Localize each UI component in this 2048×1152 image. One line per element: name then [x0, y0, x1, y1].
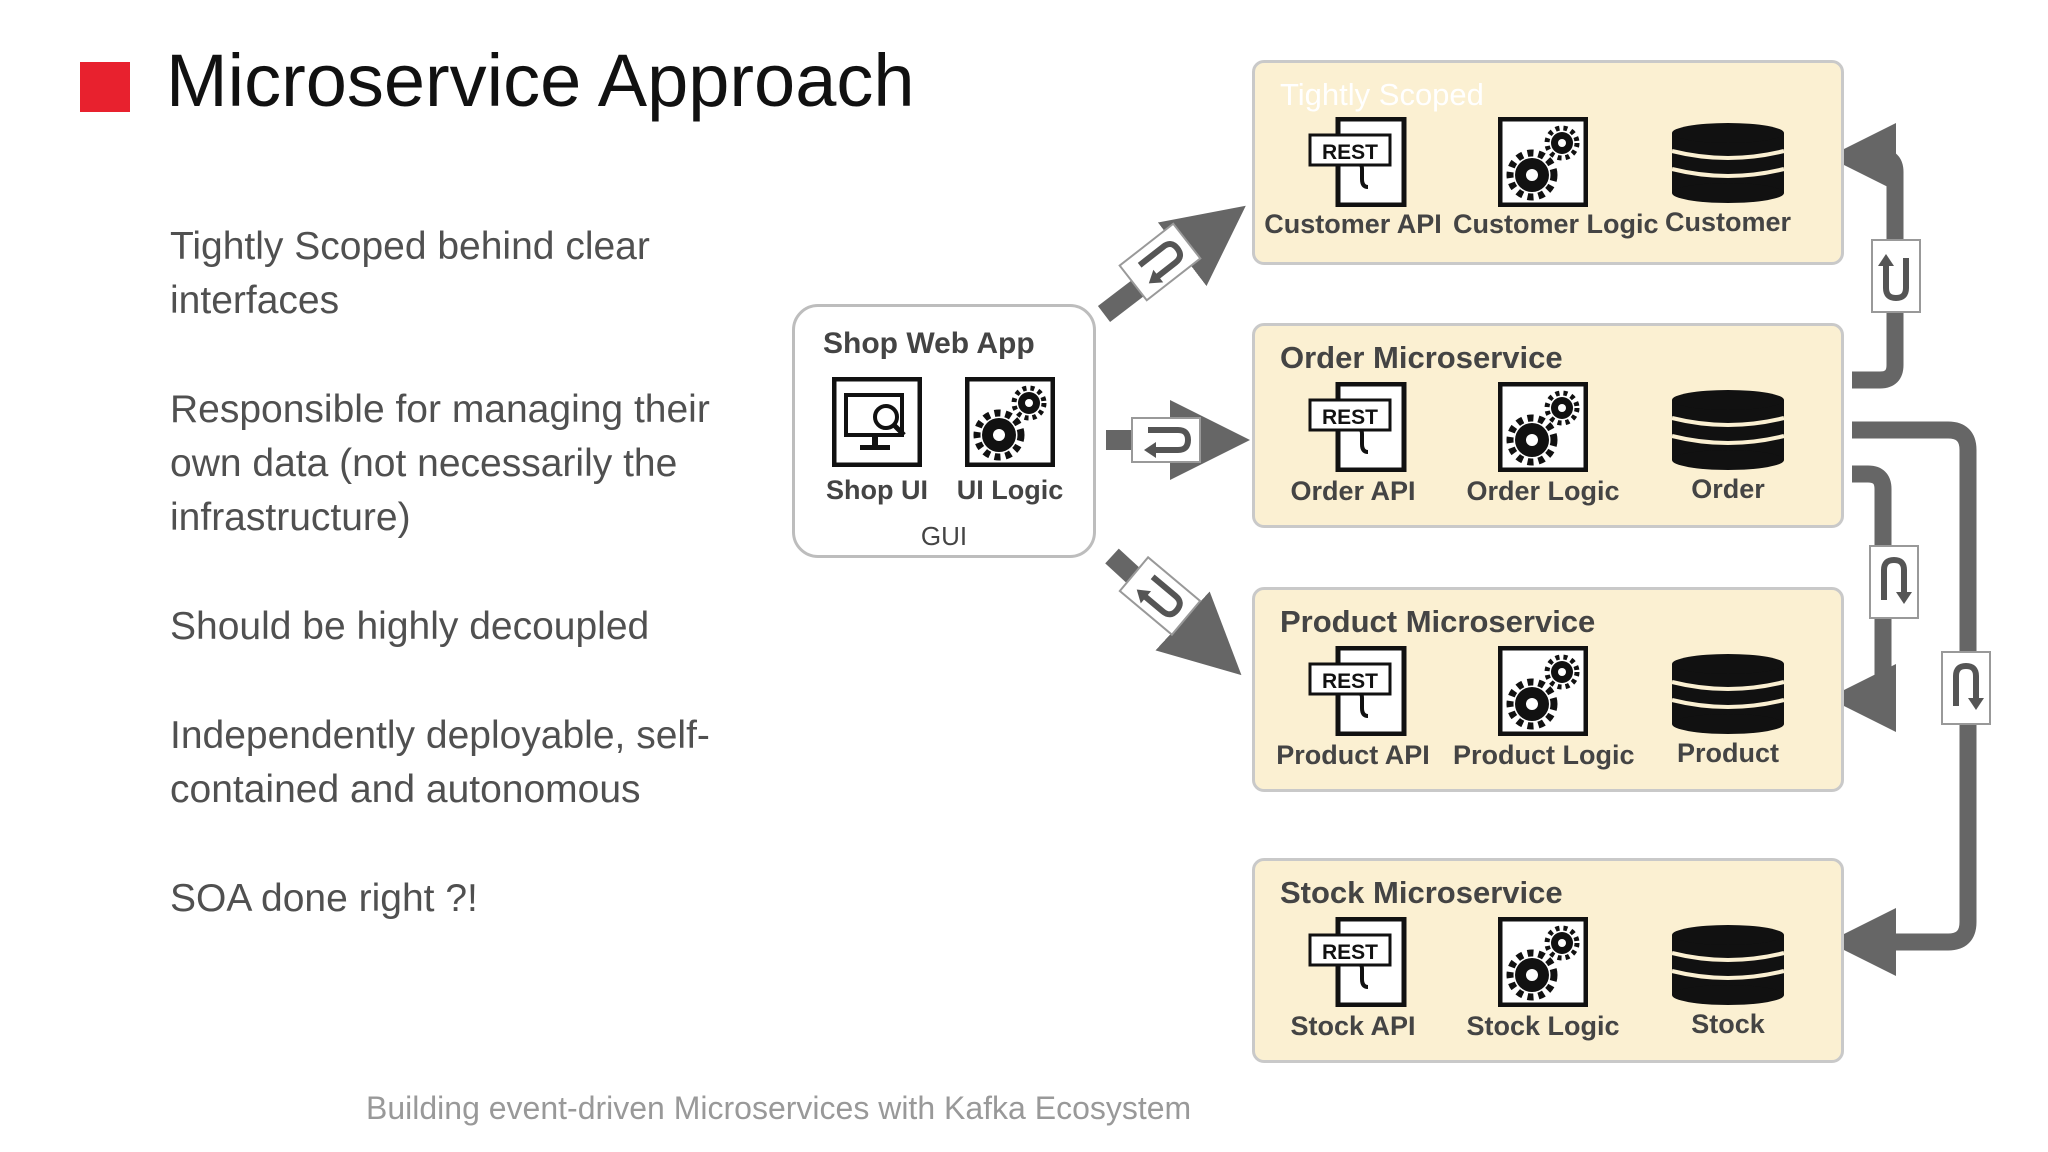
shop-ui-label: Shop UI [826, 475, 928, 505]
gears-icon [1498, 917, 1588, 1007]
gui-caption: GUI [920, 521, 968, 551]
gears-icon [1498, 117, 1588, 207]
gears-icon [1498, 646, 1588, 736]
service-title: Order Microservice [1280, 340, 1563, 375]
rest-label: REST [1322, 941, 1378, 964]
customer-db-label: Customer [1664, 207, 1792, 237]
order-logic-label: Order Logic [1466, 476, 1620, 506]
order-database: Order [1663, 388, 1793, 505]
product-database: Product [1663, 652, 1793, 769]
stock-logic-component: Stock Logic [1453, 917, 1633, 1042]
footer-text: Building event-driven Microservices with… [366, 1090, 1192, 1126]
request-response-icon [1131, 417, 1201, 463]
rest-api-icon: REST [1308, 917, 1407, 1007]
slide-title: Microservice Approach [166, 39, 915, 122]
product-logic-label: Product Logic [1453, 740, 1635, 770]
request-response-icon [1869, 545, 1919, 619]
bullet-item: Tightly Scoped behind clear interfaces [170, 225, 650, 322]
customer-logic-component: Customer Logic [1453, 117, 1659, 240]
gears-icon [965, 377, 1055, 467]
stock-api-component: REST Stock API [1263, 917, 1443, 1042]
customer-database: Customer [1663, 121, 1793, 238]
order-api-label: Order API [1290, 476, 1416, 506]
product-db-label: Product [1676, 738, 1779, 768]
rest-api-icon: REST [1308, 646, 1407, 736]
customer-microservice-box: Tightly Scoped REST Customer API Cust [1252, 60, 1844, 265]
product-microservice-box: Product Microservice REST Product API [1252, 587, 1844, 792]
customer-api-component: REST Customer API [1263, 117, 1443, 240]
bullet-item: SOA done right ?! [170, 877, 478, 920]
product-logic-component: Product Logic [1453, 646, 1635, 771]
request-response-icon [1118, 555, 1202, 637]
request-response-icon [1118, 222, 1202, 302]
shop-web-app-box: Shop Web App Shop UI [792, 304, 1096, 558]
service-title: Tightly Scoped [1280, 77, 1484, 112]
database-icon [1668, 923, 1788, 1007]
bullet-item: Independently deployable, self-contained… [170, 714, 710, 811]
shop-ui-component: Shop UI [807, 377, 947, 506]
rest-label: REST [1322, 141, 1378, 164]
product-api-component: REST Product API [1263, 646, 1443, 771]
database-icon [1668, 652, 1788, 736]
order-microservice-box: Order Microservice REST Order API Ord [1252, 323, 1844, 528]
customer-logic-label: Customer Logic [1453, 209, 1659, 239]
rest-api-icon: REST [1308, 117, 1407, 207]
bullet-item: Should be highly decoupled [170, 605, 650, 648]
stock-db-label: Stock [1691, 1009, 1765, 1039]
stock-database: Stock [1663, 923, 1793, 1040]
service-title: Product Microservice [1280, 604, 1596, 639]
customer-api-label: Customer API [1264, 209, 1442, 239]
ui-logic-component: UI Logic [940, 377, 1080, 506]
accent-square [80, 62, 130, 112]
stock-logic-label: Stock Logic [1466, 1011, 1620, 1041]
order-api-component: REST Order API [1263, 382, 1443, 507]
database-icon [1668, 388, 1788, 472]
order-logic-component: Order Logic [1453, 382, 1633, 507]
rest-label: REST [1322, 670, 1378, 693]
stock-microservice-box: Stock Microservice REST Stock API Sto [1252, 858, 1844, 1063]
monitor-search-icon [832, 377, 922, 467]
product-api-label: Product API [1276, 740, 1430, 770]
rest-api-icon: REST [1308, 382, 1407, 472]
gears-icon [1498, 382, 1588, 472]
order-db-label: Order [1691, 474, 1765, 504]
database-icon [1668, 121, 1788, 205]
bullet-item: Responsible for managing their own data … [170, 388, 710, 539]
request-response-icon [1941, 651, 1991, 725]
stock-api-label: Stock API [1290, 1011, 1416, 1041]
gui-title: Shop Web App [823, 327, 1035, 360]
rest-label: REST [1322, 406, 1378, 429]
service-title: Stock Microservice [1280, 875, 1563, 910]
request-response-icon [1871, 239, 1921, 313]
ui-logic-label: UI Logic [956, 475, 1064, 505]
bullet-list: Tightly Scoped behind clear interfaces R… [170, 220, 770, 981]
